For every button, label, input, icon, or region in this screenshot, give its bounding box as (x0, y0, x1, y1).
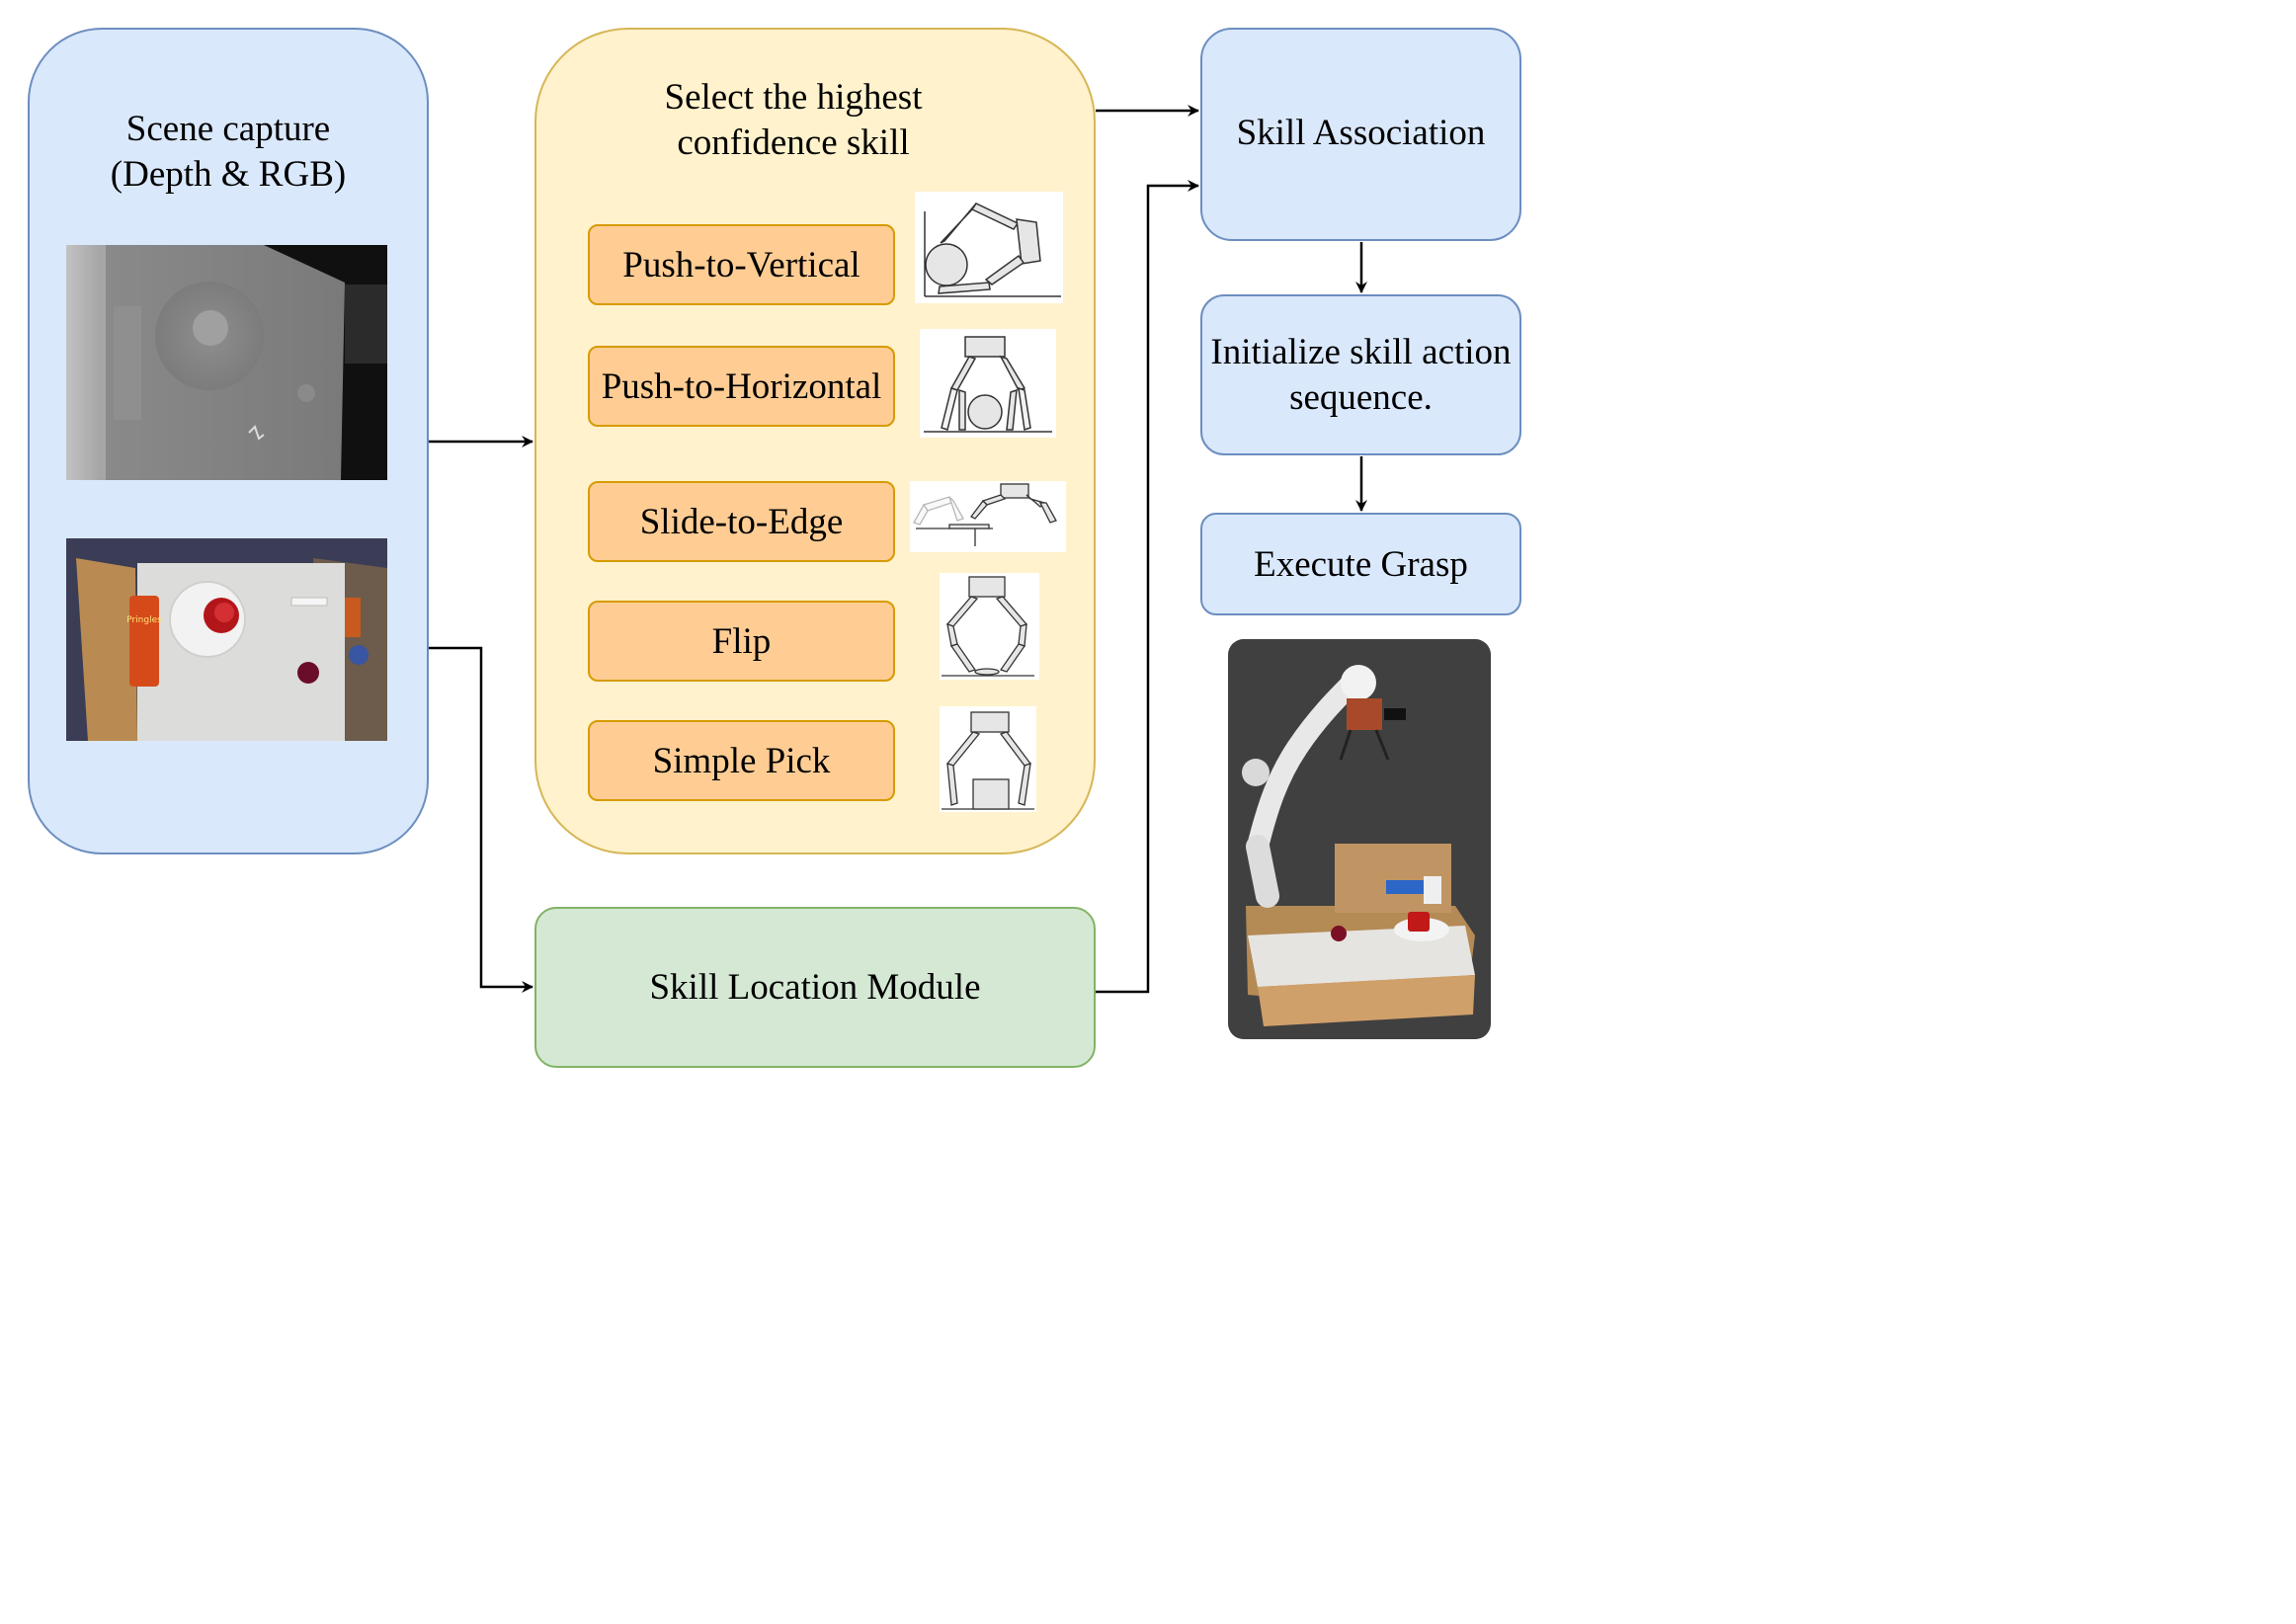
initialize-label: Initialize skill action sequence. (1210, 331, 1512, 418)
skill-association-box: Skill Association (1200, 28, 1521, 241)
skill-label: Simple Pick (652, 740, 831, 781)
push-to-vertical-icon (915, 192, 1063, 303)
skill-push-to-horizontal[interactable]: Push-to-Horizontal (588, 346, 895, 427)
skill-label: Push-to-Vertical (622, 244, 861, 285)
depth-image (66, 245, 387, 480)
slide-to-edge-icon (910, 481, 1066, 552)
push-to-horizontal-icon (920, 329, 1056, 438)
skill-location-label: Skill Location Module (649, 967, 981, 1008)
skill-simple-pick[interactable]: Simple Pick (588, 720, 895, 801)
arrow-location-to-association (1096, 180, 1199, 994)
arrow-scene-to-location (429, 646, 533, 993)
skill-selection-title: Select the highest confidence skill (664, 77, 923, 163)
execute-label: Execute Grasp (1254, 543, 1468, 585)
skill-label: Flip (711, 620, 772, 662)
skill-slide-to-edge[interactable]: Slide-to-Edge (588, 481, 895, 562)
skill-flip[interactable]: Flip (588, 601, 895, 682)
flip-icon (940, 573, 1039, 680)
skill-push-to-vertical[interactable]: Push-to-Vertical (588, 224, 895, 305)
skill-association-label: Skill Association (1236, 113, 1486, 153)
initialize-action-sequence-box: Initialize skill action sequence. (1200, 294, 1521, 455)
connectors (429, 105, 1367, 994)
skill-label: Push-to-Horizontal (601, 365, 882, 407)
scene-capture-title: Scene capture (Depth & RGB) (110, 109, 347, 195)
robot-arm-photo (1228, 639, 1491, 1039)
simple-pick-icon (940, 706, 1036, 812)
rgb-tabletop-photo: Pringles (66, 538, 387, 741)
execute-grasp-box: Execute Grasp (1200, 513, 1521, 615)
skill-location-module: Skill Location Module (534, 907, 1096, 1068)
skill-label: Slide-to-Edge (639, 501, 844, 542)
svg-text:Pringles: Pringles (126, 615, 162, 625)
